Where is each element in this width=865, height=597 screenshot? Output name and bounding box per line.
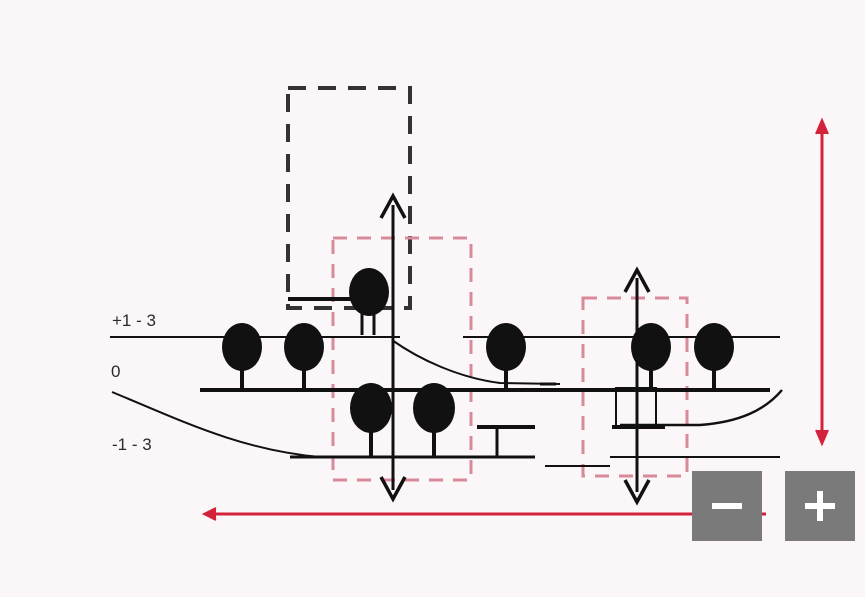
vertical-arrow-left [379,192,407,503]
dashed-zone-left [331,236,473,482]
zoom-in-button[interactable] [785,471,855,541]
tree-upper-4 [631,323,671,390]
level-label-upper: +1 - 3 [112,311,156,330]
dashed-zone-right [581,296,689,478]
tree-lower-2 [413,383,455,457]
tree-raised [349,268,389,335]
minus-icon [712,503,742,509]
terrain-slope-right [620,389,783,427]
vertical-arrow-right [623,266,651,506]
terrain-slope-middle [391,339,561,385]
dimension-arrow-vertical [815,117,829,447]
tree-upper-5 [694,323,734,390]
tree-upper-1 [222,323,262,390]
tree-upper-3 [486,323,526,390]
terrain-slope-left [111,391,321,458]
dimension-arrow-horizontal [201,507,766,521]
level-label-lower: -1 - 3 [112,435,152,454]
level-label-ground: 0 [111,362,120,381]
tree-lower-1 [350,383,392,457]
tree-upper-2 [284,323,324,390]
zoom-out-button[interactable] [692,471,762,541]
dashed-volume-black [286,86,412,310]
plus-icon [805,491,835,521]
